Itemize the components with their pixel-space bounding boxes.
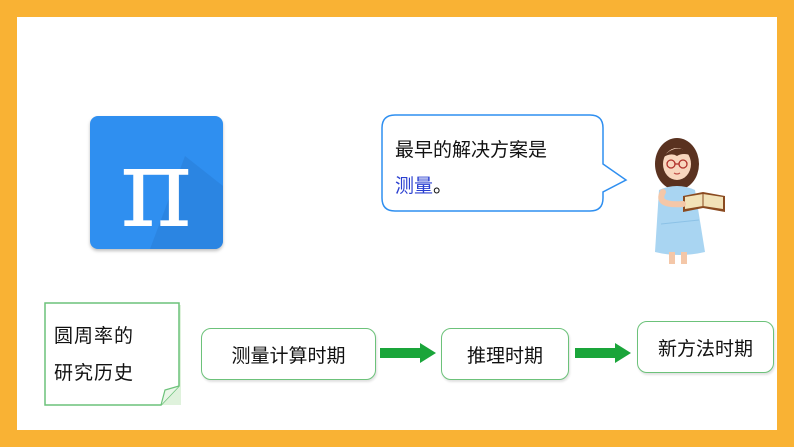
bubble-line-2: 测量。 — [395, 168, 605, 204]
pi-icon: π — [90, 116, 223, 249]
speech-bubble: 最早的解决方案是 测量。 — [381, 114, 628, 212]
topic-note-card: 圆周率的 研究历史 — [44, 302, 184, 408]
teacher-illustration — [655, 138, 725, 264]
stage-new-methods: 新方法时期 — [637, 321, 774, 373]
bubble-line-1: 最早的解决方案是 — [395, 139, 548, 161]
stage-reasoning: 推理时期 — [441, 328, 569, 380]
arrow-right-icon — [575, 343, 631, 363]
note-line-1: 圆周率的 — [54, 325, 135, 347]
bubble-suffix: 。 — [433, 175, 453, 197]
note-text: 圆周率的 研究历史 — [54, 318, 134, 392]
stage-measurement-calculation: 测量计算时期 — [201, 328, 376, 380]
bubble-highlight: 测量 — [395, 175, 434, 197]
bubble-text: 最早的解决方案是 测量。 — [395, 132, 605, 204]
arrow-right-icon — [380, 343, 436, 363]
slide-canvas: π 最早的解决方案是 测量。 — [17, 17, 777, 430]
note-line-2: 研究历史 — [54, 362, 135, 384]
svg-text:π: π — [120, 124, 192, 249]
